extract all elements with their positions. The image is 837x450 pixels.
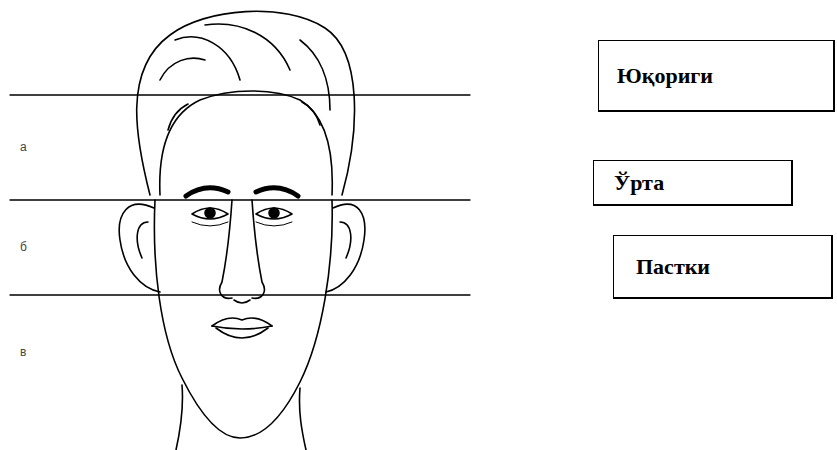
mouth [216, 328, 268, 338]
label-box: Пастки [613, 235, 833, 299]
hairline [160, 91, 333, 195]
hair-strand [300, 40, 330, 110]
eye [192, 208, 228, 219]
neck [299, 388, 306, 450]
zone-letter: а [20, 140, 27, 154]
box-label: Ўрта [614, 170, 664, 196]
division-line [10, 94, 470, 95]
mouth [212, 326, 272, 329]
box-label: Юқориги [617, 63, 713, 89]
mouth [212, 318, 272, 326]
face-outline [154, 200, 332, 438]
hair-strand [160, 58, 205, 80]
nose [234, 300, 250, 303]
eyelid [192, 222, 228, 226]
hair-outline [137, 11, 355, 195]
eyelid [256, 222, 292, 226]
eyebrow [186, 188, 228, 196]
division-line [10, 294, 470, 295]
hair-strand [302, 102, 320, 125]
nose [252, 200, 264, 298]
pupil [205, 208, 215, 218]
eye [256, 208, 292, 219]
nose [220, 200, 232, 298]
box-label: Пастки [636, 254, 710, 280]
label-box: Ўрта [593, 160, 793, 206]
hair-strand [205, 24, 290, 70]
neck [176, 385, 183, 450]
zone-letter: б [20, 240, 27, 254]
ear [326, 204, 365, 292]
pupil [269, 208, 279, 218]
ear [340, 222, 351, 258]
ear [119, 204, 160, 292]
eyebrow [256, 188, 298, 196]
ear [137, 222, 148, 258]
zone-letter: в [20, 345, 26, 359]
label-box: Юқориги [598, 40, 835, 112]
division-line [10, 199, 470, 200]
hair-strand [168, 104, 188, 130]
